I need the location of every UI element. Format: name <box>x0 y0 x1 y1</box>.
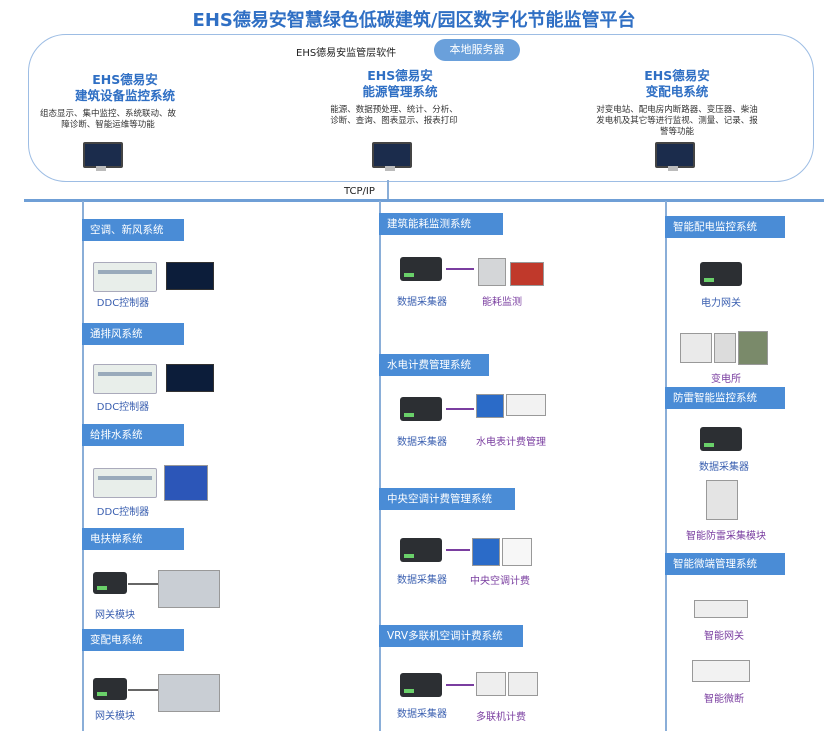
monitor-icon <box>83 142 123 168</box>
dashboard-screen-icon <box>166 364 214 392</box>
tcp-ip-label: TCP/IP <box>344 186 375 197</box>
software-label: EHS德易安监管层软件 <box>296 48 397 59</box>
monitor-stand-icon <box>668 166 678 171</box>
system-1-brand: EHS德易安 <box>92 72 158 87</box>
power-meter-icon <box>680 333 712 363</box>
power-gateway-icon <box>700 262 742 286</box>
monitor-stand-icon <box>385 166 395 171</box>
connector-line <box>128 689 158 691</box>
right-device-caption-2: 变电所 <box>711 374 741 385</box>
thermostat-icon <box>502 538 532 566</box>
middle-trunk-line <box>379 201 381 731</box>
right-trunk-line <box>665 201 667 731</box>
connector-line <box>446 549 470 551</box>
electric-meter-icon <box>506 394 546 416</box>
ddc-controller-icon <box>93 468 157 498</box>
left-trunk-line <box>82 201 84 731</box>
monitor-icon <box>655 142 695 168</box>
left-device-caption: DDC控制器 <box>96 402 150 413</box>
data-collector-icon <box>700 427 742 451</box>
gas-meter-icon <box>478 258 506 286</box>
middle-system-header[interactable]: 建筑能耗监测系统 <box>379 213 503 235</box>
gateway-module-icon <box>93 678 127 700</box>
middle-device-caption-2: 多联机计费 <box>476 712 526 723</box>
middle-device-caption: 数据采集器 <box>397 709 447 720</box>
tcp-ip-bus <box>24 199 824 202</box>
left-device-caption: 网关模块 <box>95 610 135 621</box>
middle-device-caption-2: 中央空调计费 <box>470 576 530 587</box>
uplink-line <box>387 180 389 200</box>
system-1-name: 建筑设备监控系统 <box>74 88 175 103</box>
left-system-header[interactable]: 给排水系统 <box>82 424 184 446</box>
transformer-icon <box>738 331 768 365</box>
connector-line <box>128 583 158 585</box>
left-system-header[interactable]: 电扶梯系统 <box>82 528 184 550</box>
lightning-module-icon <box>706 480 738 520</box>
page-title: EHS德易安智慧绿色低碳建筑/园区数字化节能监管平台 <box>192 10 636 31</box>
connector-line <box>446 268 474 270</box>
right-device-caption-2: 智能微断 <box>704 694 744 705</box>
vrv-unit-icon <box>476 672 506 696</box>
water-pump-icon <box>164 465 208 501</box>
right-device-caption: 电力网关 <box>701 298 741 309</box>
middle-system-header[interactable]: VRV多联机空调计费系统 <box>379 625 523 647</box>
data-collector-icon <box>400 257 442 281</box>
connector-line <box>446 408 474 410</box>
right-device-caption: 数据采集器 <box>699 462 749 473</box>
data-collector-icon <box>400 397 442 421</box>
left-device-caption: 网关模块 <box>95 711 135 722</box>
middle-system-header[interactable]: 水电计费管理系统 <box>379 354 489 376</box>
gateway-module-icon <box>93 572 127 594</box>
left-device-caption: DDC控制器 <box>96 298 150 309</box>
right-device-caption: 智能网关 <box>704 631 744 642</box>
connector-line <box>446 684 474 686</box>
meter-panel-icon <box>714 333 736 363</box>
left-device-caption: DDC控制器 <box>96 507 150 518</box>
system-3-brand: EHS德易安 <box>644 68 710 83</box>
left-system-header[interactable]: 变配电系统 <box>82 629 184 651</box>
right-system-header[interactable]: 智能配电监控系统 <box>665 216 785 238</box>
water-meter-icon <box>476 394 504 418</box>
local-server-badge[interactable]: 本地服务器 <box>434 39 520 61</box>
middle-device-caption: 数据采集器 <box>397 437 447 448</box>
system-3-desc: 对变电站、配电房内断路器、变压器、柴油发电机及其它等进行监视、测量、记录、报警等… <box>596 105 758 137</box>
left-system-header[interactable]: 空调、新风系统 <box>82 219 184 241</box>
ddc-controller-icon <box>93 364 157 394</box>
system-3-name: 变配电系统 <box>645 84 709 99</box>
left-system-header[interactable]: 通排风系统 <box>82 323 184 345</box>
middle-device-caption-2: 水电表计费管理 <box>476 437 546 448</box>
vrv-unit-icon <box>508 672 538 696</box>
system-2-name: 能源管理系统 <box>362 84 438 99</box>
switchgear-photo-icon <box>158 674 220 712</box>
data-collector-icon <box>400 538 442 562</box>
system-1-desc: 组态显示、集中监控、系统联动、故障诊断、智能运维等功能 <box>40 109 177 130</box>
monitor-stand-icon <box>96 166 106 171</box>
smart-breaker-icon <box>692 660 750 682</box>
right-system-header[interactable]: 防雷智能监控系统 <box>665 387 785 409</box>
middle-device-caption: 数据采集器 <box>397 575 447 586</box>
middle-system-header[interactable]: 中央空调计费管理系统 <box>379 488 515 510</box>
middle-device-caption-2: 能耗监测 <box>482 297 522 308</box>
monitor-icon <box>372 142 412 168</box>
escalator-photo-icon <box>158 570 220 608</box>
ac-meter-icon <box>472 538 500 566</box>
system-2-brand: EHS德易安 <box>367 68 433 83</box>
flow-meter-icon <box>510 262 544 286</box>
right-device-caption-2: 智能防雷采集模块 <box>686 531 766 542</box>
ddc-controller-icon <box>93 262 157 292</box>
system-2-desc: 能源、数据预处理、统计、分析、诊断、查询、图表显示、报表打印 <box>330 105 458 126</box>
data-collector-icon <box>400 673 442 697</box>
dashboard-screen-icon <box>166 262 214 290</box>
middle-device-caption: 数据采集器 <box>397 297 447 308</box>
smart-gateway-icon <box>694 600 748 618</box>
right-system-header[interactable]: 智能微端管理系统 <box>665 553 785 575</box>
